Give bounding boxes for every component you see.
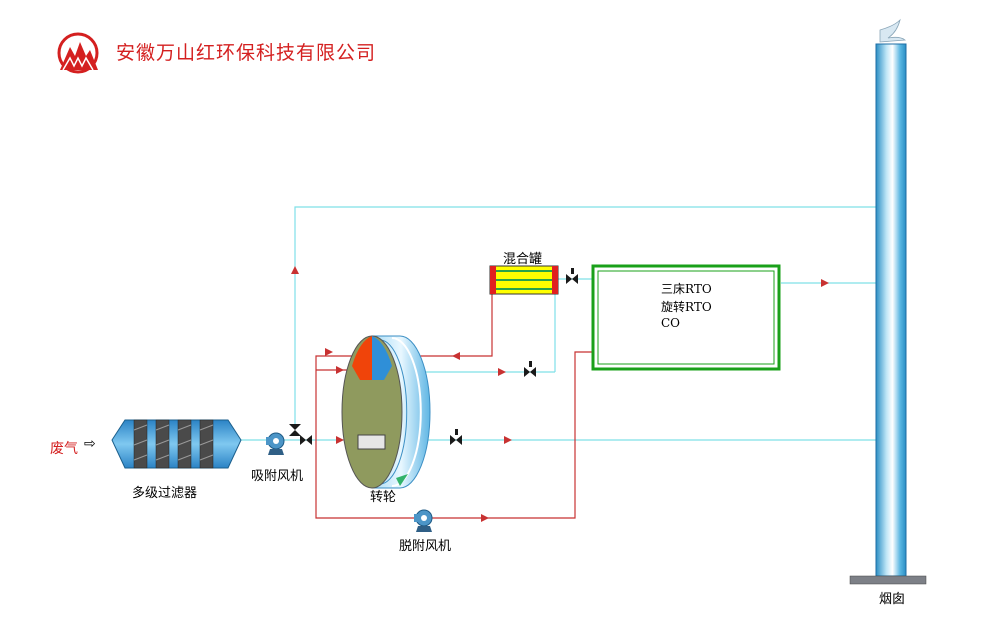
valve-icon xyxy=(289,268,578,445)
waste-gas-label: 废气 xyxy=(50,441,78,457)
filter-label: 多级过滤器 xyxy=(132,486,198,501)
rto-option-2: 旋转RTO xyxy=(661,300,712,314)
desorption-pipes xyxy=(315,292,593,519)
mixing-tank-label: 混合罐 xyxy=(503,252,543,267)
chimney-label: 烟囱 xyxy=(879,592,906,607)
multi-stage-filter xyxy=(111,419,242,469)
fan-icon xyxy=(414,509,433,532)
fan-icon xyxy=(266,432,285,455)
rotor-wheel xyxy=(341,335,431,489)
rto-option-1: 三床RTO xyxy=(661,282,712,296)
rotor-label: 转轮 xyxy=(370,490,397,505)
clean-air-pipes xyxy=(240,206,880,441)
chimney xyxy=(849,18,927,585)
flow-arrow-icon xyxy=(291,266,829,522)
rto-option-3: CO xyxy=(661,316,681,330)
logo-mountain-icon xyxy=(57,32,99,74)
waste-gas-arrow-icon: ⇨ xyxy=(84,436,96,452)
desorption-fan-label: 脱附风机 xyxy=(399,539,452,554)
company-name: 安徽万山红环保科技有限公司 xyxy=(116,42,377,64)
mixing-tank xyxy=(489,265,559,295)
rto-box xyxy=(591,264,781,371)
adsorption-fan-label: 吸附风机 xyxy=(251,469,304,484)
